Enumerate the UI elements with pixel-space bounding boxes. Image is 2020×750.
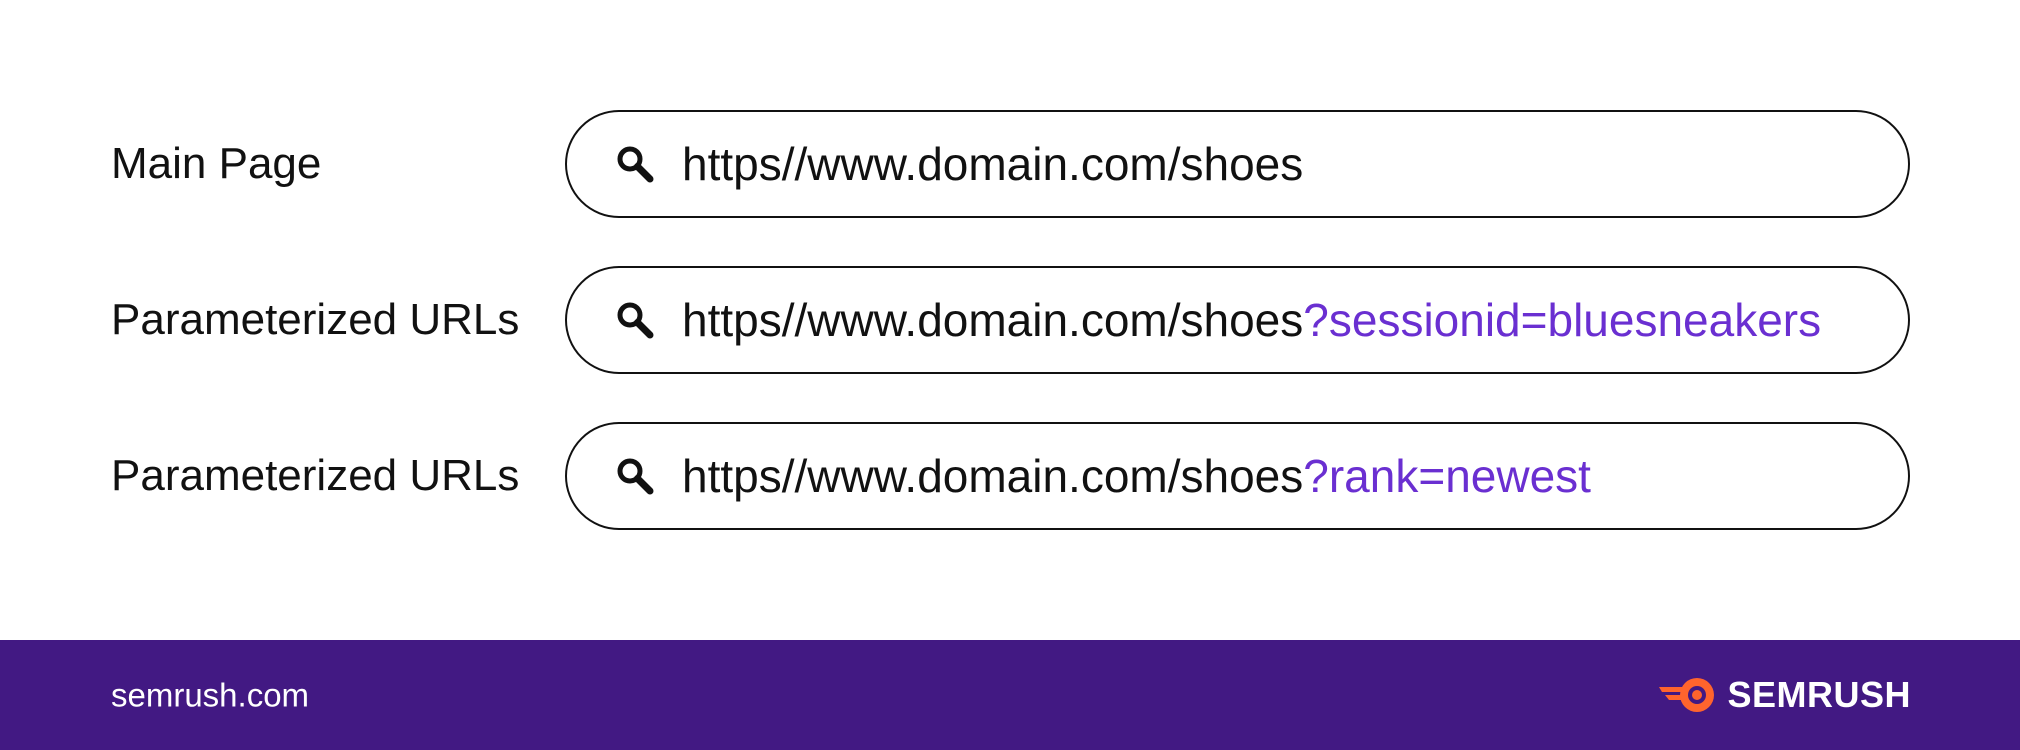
url-row-parameterized-2: Parameterized URLs https//www.domain.com…	[0, 422, 2020, 530]
url-search-field[interactable]: https//www.domain.com/shoes?rank=newest	[565, 422, 1910, 530]
row-label: Main Page	[111, 139, 322, 188]
semrush-flame-logo-icon	[1659, 678, 1715, 712]
row-label: Parameterized URLs	[111, 295, 520, 344]
url-search-field[interactable]: https//www.domain.com/shoes	[565, 110, 1910, 218]
brand-logo: SEMRUSH	[1657, 675, 1911, 715]
brand-name: SEMRUSH	[1727, 674, 1911, 715]
url-text: https//www.domain.com/shoes?rank=newest	[682, 453, 1591, 499]
url-search-field[interactable]: https//www.domain.com/shoes?sessionid=bl…	[565, 266, 1910, 374]
url-text: https//www.domain.com/shoes?sessionid=bl…	[682, 297, 1821, 343]
search-icon	[617, 458, 654, 495]
url-row-main-page: Main Page https//www.domain.com/shoes	[0, 110, 2020, 218]
url-parameter-text: ?sessionid=bluesneakers	[1303, 294, 1822, 346]
footer-domain-text: semrush.com	[111, 676, 310, 714]
url-row-parameterized-1: Parameterized URLs https//www.domain.com…	[0, 266, 2020, 374]
url-parameter-text: ?rank=newest	[1303, 450, 1591, 502]
url-base-text: https//www.domain.com/shoes	[682, 294, 1304, 346]
url-base-text: https//www.domain.com/shoes	[682, 450, 1304, 502]
search-icon	[617, 302, 654, 339]
row-label: Parameterized URLs	[111, 451, 520, 500]
url-base-text: https//www.domain.com/shoes	[682, 138, 1304, 190]
search-icon	[617, 146, 654, 183]
url-text: https//www.domain.com/shoes	[682, 141, 1303, 187]
footer-bar: semrush.com SEMRUSH	[0, 640, 2020, 750]
